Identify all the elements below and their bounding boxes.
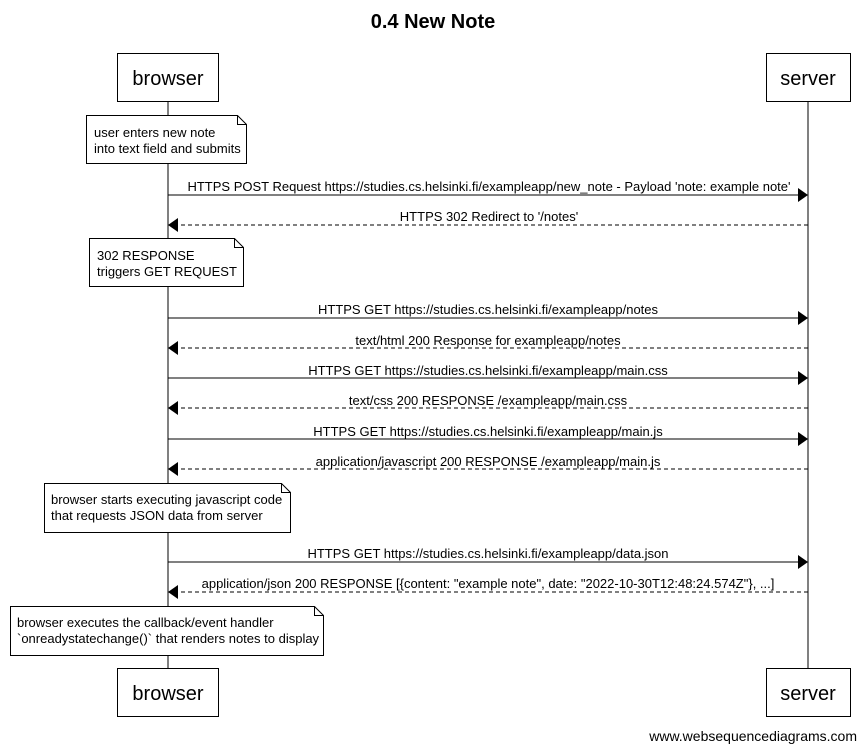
message-html-response: text/html 200 Response for exampleapp/no… <box>168 333 808 355</box>
message-css-response: text/css 200 RESPONSE /exampleapp/main.c… <box>168 393 808 415</box>
note-line: user enters new note <box>94 125 215 140</box>
arrowhead-icon <box>168 218 178 232</box>
message-label: text/html 200 Response for exampleapp/no… <box>355 333 621 348</box>
message-label: HTTPS GET https://studies.cs.helsinki.fi… <box>308 363 668 378</box>
message-label: HTTPS GET https://studies.cs.helsinki.fi… <box>313 424 663 439</box>
arrowhead-icon <box>168 401 178 415</box>
arrowhead-icon <box>168 585 178 599</box>
arrowhead-icon <box>798 432 808 446</box>
diagram-title: 0.4 New Note <box>371 11 495 33</box>
message-label: text/css 200 RESPONSE /exampleapp/main.c… <box>349 393 628 408</box>
message-label: application/javascript 200 RESPONSE /exa… <box>316 454 661 469</box>
message-js-response: application/javascript 200 RESPONSE /exa… <box>168 454 808 476</box>
server-actor-top: server <box>766 53 851 102</box>
message-get-main-css: HTTPS GET https://studies.cs.helsinki.fi… <box>168 363 808 385</box>
note-line: that requests JSON data from server <box>51 508 263 523</box>
browser-actor-top: browser <box>117 53 219 102</box>
server-actor-label: server <box>780 683 836 705</box>
note-line: into text field and submits <box>94 141 241 156</box>
message-label: application/json 200 RESPONSE [{content:… <box>202 576 775 591</box>
arrowhead-icon <box>168 341 178 355</box>
message-302-redirect: HTTPS 302 Redirect to '/notes' <box>168 209 808 232</box>
browser-actor-label: browser <box>132 68 203 90</box>
arrowhead-icon <box>798 311 808 325</box>
arrowhead-icon <box>798 188 808 202</box>
note-callback-renders: browser executes the callback/event hand… <box>10 606 324 656</box>
browser-actor-bottom: browser <box>117 668 219 717</box>
note-js-requests-json: browser starts executing javascript code… <box>44 483 291 533</box>
message-label: HTTPS POST Request https://studies.cs.he… <box>187 179 790 194</box>
message-get-data-json: HTTPS GET https://studies.cs.helsinki.fi… <box>168 546 808 569</box>
message-label: HTTPS GET https://studies.cs.helsinki.fi… <box>307 546 668 561</box>
message-json-response: application/json 200 RESPONSE [{content:… <box>168 576 808 599</box>
arrowhead-icon <box>798 555 808 569</box>
note-line: browser executes the callback/event hand… <box>17 615 274 630</box>
note-line: 302 RESPONSE <box>97 248 195 263</box>
footer-watermark[interactable]: www.websequencediagrams.com <box>648 728 857 744</box>
message-label: HTTPS 302 Redirect to '/notes' <box>400 209 578 224</box>
message-get-main-js: HTTPS GET https://studies.cs.helsinki.fi… <box>168 424 808 446</box>
message-get-notes: HTTPS GET https://studies.cs.helsinki.fi… <box>168 302 808 325</box>
arrowhead-icon <box>168 462 178 476</box>
message-post-new-note: HTTPS POST Request https://studies.cs.he… <box>168 179 808 202</box>
note-line: `onreadystatechange()` that renders note… <box>17 631 320 646</box>
note-user-submits: user enters new note into text field and… <box>86 115 247 164</box>
server-actor-label: server <box>780 68 836 90</box>
browser-actor-label: browser <box>132 683 203 705</box>
message-label: HTTPS GET https://studies.cs.helsinki.fi… <box>318 302 659 317</box>
note-302-triggers-get: 302 RESPONSE triggers GET REQUEST <box>89 238 244 287</box>
arrowhead-icon <box>798 371 808 385</box>
note-line: triggers GET REQUEST <box>97 264 237 279</box>
note-line: browser starts executing javascript code <box>51 492 282 507</box>
server-actor-bottom: server <box>766 668 851 717</box>
